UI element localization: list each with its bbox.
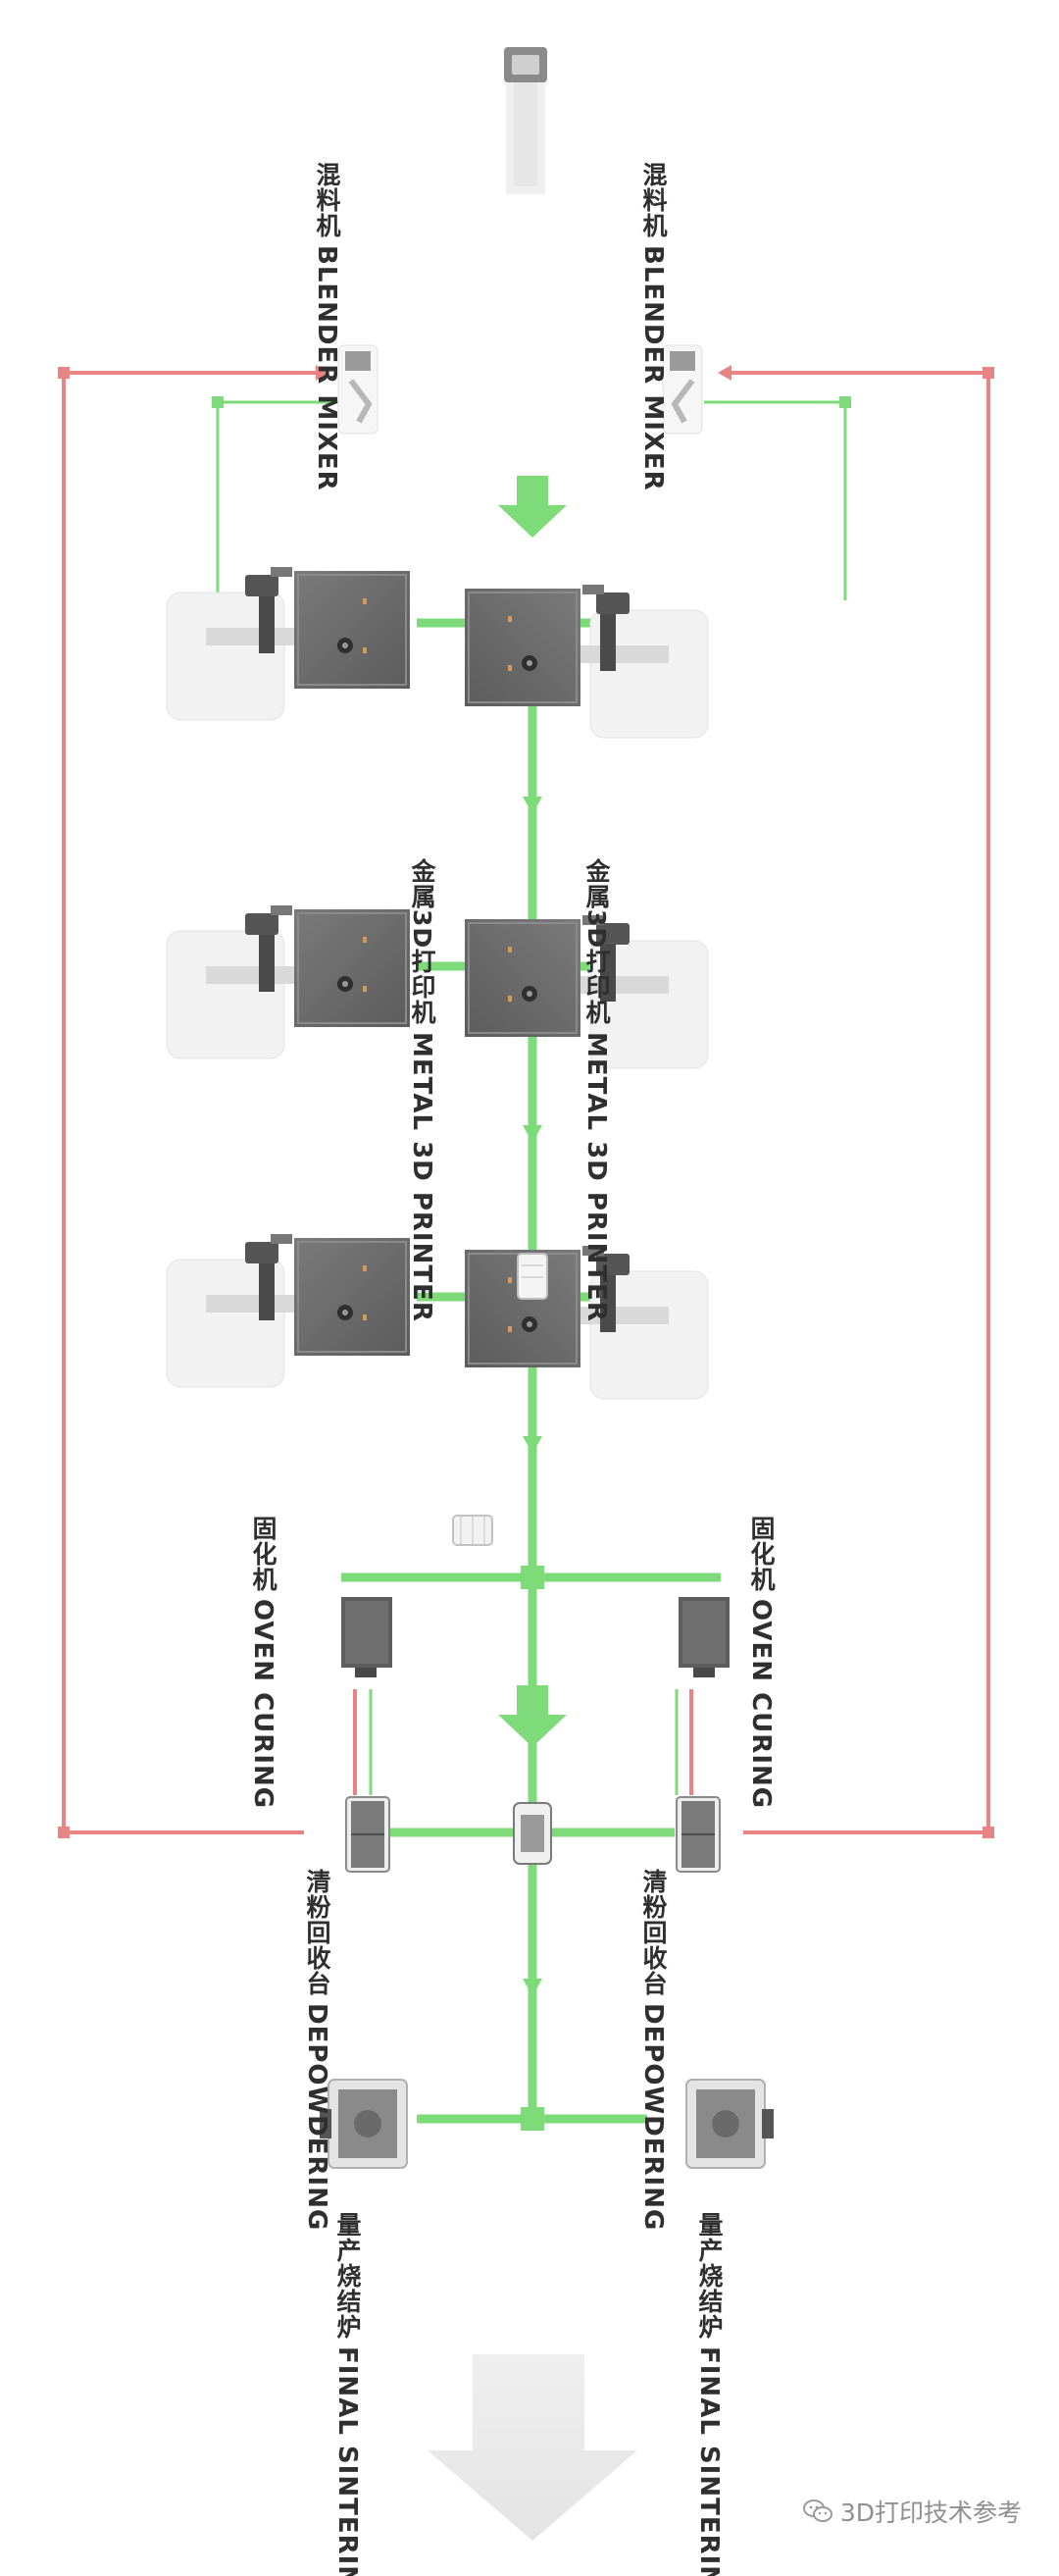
label-zh: 固化机 [747,1516,776,1592]
label-en: FINAL SINTERING [332,2345,362,2576]
metal-3d-printer-left-3 [166,1233,411,1388]
label-zh: 混料机 [313,162,341,238]
return-node [58,1827,70,1838]
return-node [983,1827,994,1838]
output-arrow-icon [428,2354,637,2541]
label-en: DEPOWDERING [638,2002,668,2231]
label-en: DEPOWDERING [302,2002,331,2231]
oven-curing-left [341,1597,392,1677]
label-blender-mixer-left: 混料机 BLENDER MIXER [309,162,344,490]
label-depowdering-left: 清粉回收台 DEPOWDERING [299,1869,334,2231]
label-en: METAL 3D PRINTER [407,1031,436,1322]
label-oven-curing-right: 固化机 OVEN CURING [743,1516,779,1809]
label-zh: 金属3D打印机 [408,858,436,1026]
label-final-sintering-left: 量产烧结炉 FINAL SINTERING [329,2212,365,2576]
label-final-sintering-right: 量产烧结炉 FINAL SINTERING [691,2212,727,2576]
conveyor-cart-icon [513,1802,552,1865]
blender-mixer-left [337,344,378,435]
flow-direction-arrows [523,797,542,1996]
label-en: BLENDER MIXER [312,244,341,491]
label-depowdering-right: 清粉回收台 DEPOWDERING [635,1869,671,2231]
return-node [58,367,70,379]
label-en: BLENDER MIXER [638,244,668,491]
label-zh: 混料机 [639,162,668,238]
part-tray-icon [517,1253,548,1300]
label-zh: 固化机 [249,1516,277,1592]
return-node [983,367,994,379]
label-en: METAL 3D PRINTER [581,1031,611,1322]
label-metal-3d-printer-left: 金属3D打印机 METAL 3D PRINTER [404,858,439,1322]
depowdering-right [676,1796,721,1873]
label-zh: 清粉回收台 [639,1869,668,1996]
label-en: FINAL SINTERING [694,2345,724,2576]
label-en: OVEN CURING [746,1598,776,1809]
label-blender-mixer-right: 混料机 BLENDER MIXER [635,162,671,490]
arrowhead-icon [316,365,329,381]
arrowhead-icon [718,365,731,381]
label-zh: 金属3D打印机 [582,858,611,1026]
oven-curing-right [679,1597,730,1677]
final-sintering-left [320,2079,408,2169]
part-tray-icon [452,1515,493,1546]
recycle-return-lines [62,371,990,1834]
metal-3d-printer-left-2 [166,904,411,1059]
metal-3d-printer-left-1 [166,566,411,721]
depowdering-left [345,1796,390,1873]
feed-hopper [504,47,547,194]
down-arrow-icon [498,476,567,538]
label-zh: 量产烧结炉 [333,2212,362,2340]
metal-3d-printer-right-1 [464,584,709,739]
final-sintering-right [685,2079,774,2169]
watermark: 3D打印技术参考 [802,2494,1022,2529]
label-metal-3d-printer-right: 金属3D打印机 METAL 3D PRINTER [579,858,614,1322]
label-oven-curing-left: 固化机 OVEN CURING [245,1516,280,1809]
blender-mixer-right [662,344,703,435]
wechat-icon [802,2499,832,2522]
down-arrow-icon [498,1685,567,1747]
label-en: OVEN CURING [248,1598,277,1809]
label-zh: 量产烧结炉 [695,2212,724,2340]
watermark-text: 3D打印技术参考 [839,2499,1022,2527]
label-zh: 清粉回收台 [303,1869,331,1996]
